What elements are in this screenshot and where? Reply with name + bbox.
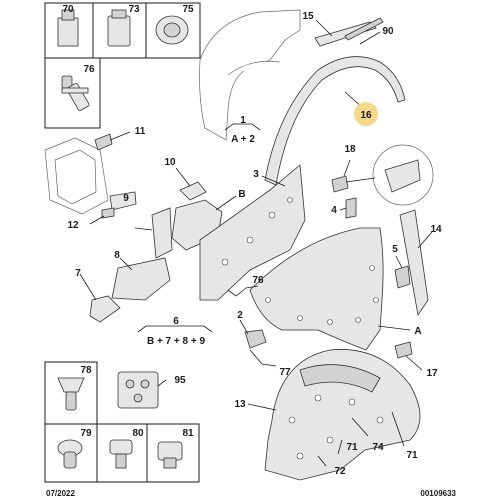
footer-date: 07/2022 — [46, 489, 75, 498]
label-15: 15 — [302, 11, 314, 22]
fastener-box-79 — [44, 423, 98, 483]
label-73: 73 — [128, 4, 140, 15]
inner-panel-3 — [199, 164, 306, 301]
fastener-box-80 — [96, 423, 148, 483]
label-6: 6 — [173, 316, 179, 327]
bracket-77 — [249, 349, 277, 367]
clip-5 — [394, 255, 411, 289]
label-79: 79 — [80, 428, 92, 439]
clip-18 — [331, 144, 434, 206]
fastener-box-76 — [44, 57, 101, 129]
label-A: A — [414, 326, 421, 337]
label-70: 70 — [62, 4, 74, 15]
group-1-bracket — [224, 123, 261, 131]
label-1: 1 — [240, 115, 246, 126]
fastener-box-81 — [146, 423, 200, 483]
clip-4 — [339, 197, 357, 219]
clip-17 — [394, 341, 423, 371]
label-95: 95 — [174, 375, 186, 386]
label-76: 76 — [83, 64, 95, 75]
trim-strip-15 — [314, 19, 377, 47]
fastener-kit-95 — [117, 371, 167, 409]
label-90: 90 — [382, 26, 394, 37]
bracket-2 — [239, 319, 267, 349]
label-18: 18 — [344, 144, 356, 155]
label-71a: 71 — [346, 442, 358, 453]
label-72: 72 — [334, 466, 346, 477]
label-17: 17 — [426, 368, 438, 379]
label-3: 3 — [253, 169, 259, 180]
label-7: 7 — [75, 268, 81, 279]
seal-14 — [399, 209, 433, 317]
label-9: 9 — [123, 193, 129, 204]
fastener-box-78 — [44, 361, 98, 425]
label-76b: 76 — [252, 275, 264, 286]
label-78: 78 — [80, 365, 92, 376]
label-B: B — [238, 189, 245, 200]
label-80: 80 — [132, 428, 144, 439]
bracket-9 — [134, 207, 173, 259]
group-6-bracket — [137, 325, 213, 333]
front-fender-A — [249, 227, 411, 351]
trim-strip-90 — [344, 17, 384, 45]
label-81: 81 — [182, 428, 194, 439]
fastener-box-70 — [44, 2, 94, 59]
bracket-10 — [175, 167, 207, 201]
label-5: 5 — [392, 244, 398, 255]
label-11: 11 — [135, 126, 146, 137]
fastener-box-75 — [145, 2, 201, 59]
label-14: 14 — [430, 224, 442, 235]
label-12: 12 — [67, 220, 79, 231]
vehicle-fender-top — [199, 9, 301, 141]
footer-reference: 00109633 — [420, 489, 456, 498]
group-label-1: A + 2 — [231, 134, 255, 145]
bracket-7 — [79, 273, 121, 323]
label-74: 74 — [372, 442, 384, 453]
wheel-arch-liner-13 — [247, 349, 421, 481]
highlight-16 — [354, 102, 378, 126]
label-2: 2 — [237, 310, 243, 321]
label-8: 8 — [114, 250, 120, 261]
label-77: 77 — [279, 367, 291, 378]
bracket-assembly-left — [44, 131, 137, 225]
bolt-76 — [227, 285, 259, 297]
label-10: 10 — [164, 157, 176, 168]
label-13: 13 — [234, 399, 246, 410]
group-label-6: B + 7 + 8 + 9 — [147, 336, 206, 347]
label-71b: 71 — [406, 450, 418, 461]
label-16: 16 — [360, 110, 372, 121]
bracket-8 — [111, 257, 171, 301]
label-4: 4 — [331, 205, 337, 216]
label-75: 75 — [182, 4, 194, 15]
